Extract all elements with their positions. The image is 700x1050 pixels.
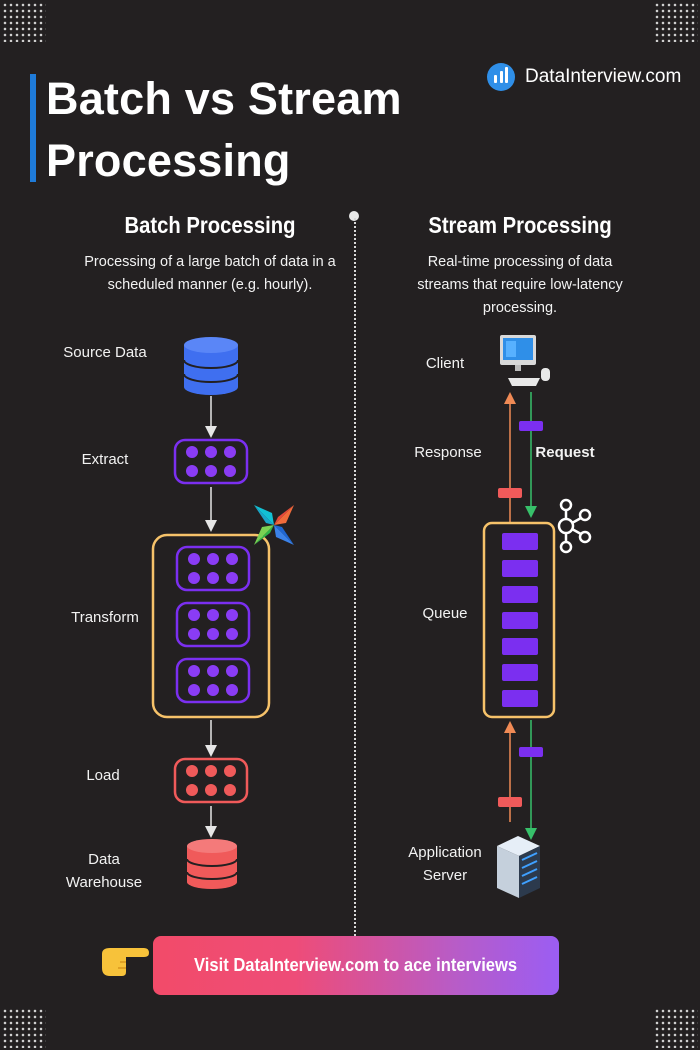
response-label: Response <box>414 444 482 461</box>
bar-chart-logo-icon <box>487 63 515 91</box>
corner-dots-top-left <box>2 2 46 42</box>
extract-block-icon <box>173 438 249 485</box>
transform-label: Transform <box>71 609 139 626</box>
load-label: Load <box>86 767 120 784</box>
response-message-icon <box>498 797 522 807</box>
brand[interactable]: DataInterview.com <box>487 62 681 92</box>
load-block-icon <box>173 757 249 804</box>
server-rack-icon <box>497 836 540 898</box>
divider-dot <box>349 211 359 221</box>
batch-description: Processing of a large batch of data in a… <box>84 254 336 293</box>
corner-dots-bottom-left <box>2 1008 46 1048</box>
page-title-line-2: Processing <box>46 135 291 186</box>
corner-dots-bottom-right <box>654 1008 698 1048</box>
brand-name: DataInterview.com <box>525 66 682 87</box>
client-label: Client <box>425 355 465 372</box>
queue-messages <box>502 533 538 707</box>
cta-button[interactable]: Visit DataInterview.com to ace interview… <box>153 936 559 995</box>
application-server-label: Application Server <box>408 844 482 884</box>
transform-block-icon <box>175 657 251 704</box>
title-accent-bar <box>30 74 36 182</box>
queue-frame <box>482 521 556 719</box>
request-label: Request <box>535 444 595 461</box>
queue-label: Queue <box>422 605 468 622</box>
stream-title: Stream Processing <box>428 212 612 238</box>
pointing-hand-icon <box>102 948 149 976</box>
source-data-label: Source Data <box>63 344 147 361</box>
source-database-icon <box>183 337 239 395</box>
data-warehouse-label: Data Warehouse <box>65 851 143 891</box>
transform-block-icon <box>175 545 251 592</box>
data-warehouse-database-icon <box>186 839 238 889</box>
stream-description: Real-time processing of data streams tha… <box>417 254 623 316</box>
request-message-icon <box>519 421 543 431</box>
transform-block-icon <box>175 601 251 648</box>
computer-icon <box>500 335 550 386</box>
cta-label: Visit DataInterview.com to ace interview… <box>194 955 518 975</box>
corner-dots-top-right <box>654 2 698 42</box>
page-title-line-1: Batch vs Stream <box>46 73 402 124</box>
request-message-icon <box>519 747 543 757</box>
column-divider <box>354 218 356 936</box>
batch-title: Batch Processing <box>124 212 296 238</box>
transform-frame <box>151 533 271 719</box>
kafka-icon <box>557 498 592 554</box>
airflow-pinwheel-icon <box>254 505 294 545</box>
extract-label: Extract <box>81 451 129 468</box>
page-title: Batch vs Stream Processing <box>46 68 486 192</box>
response-message-icon <box>498 488 522 498</box>
